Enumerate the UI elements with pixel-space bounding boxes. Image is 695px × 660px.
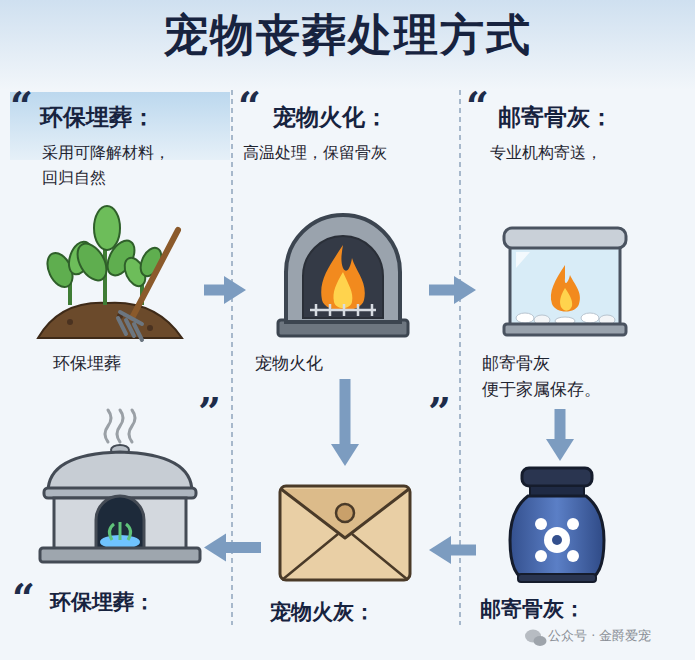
wechat-logo — [525, 630, 547, 647]
panel-body: 采用可降解材料， 回归自然 — [42, 140, 192, 190]
quote-mark: “ — [466, 86, 489, 126]
quote-mark: “ — [12, 578, 35, 618]
result-item: 环保埋葬： — [25, 410, 200, 625]
icon-step: 宠物火化 — [250, 205, 425, 375]
arrow-shaft — [204, 285, 226, 296]
envelope-icon — [280, 486, 410, 580]
flow-arrow — [204, 276, 246, 304]
flow-arrow — [429, 276, 476, 304]
memorial-house-icon — [40, 410, 200, 562]
arrow-shaft — [449, 545, 476, 556]
method-panel: 环保埋葬： 采用可降解材料， 回归自然环保埋葬 — [10, 90, 230, 410]
method-panel: 邮寄骨灰： 专业机构寄送， 邮寄骨灰 便于家属保存。 — [462, 90, 687, 410]
arrow-head — [224, 276, 246, 304]
quote-mark: ” — [198, 392, 221, 432]
arrow-head — [454, 276, 476, 304]
result-label: 邮寄骨灰： — [480, 595, 635, 623]
icon-caption: 宠物火化 — [255, 350, 405, 376]
icon-caption: 邮寄骨灰 便于家属保存。 — [482, 350, 607, 402]
result-label: 宠物火灰： — [270, 598, 420, 626]
arrow-head — [429, 536, 451, 564]
icon-step: 邮寄骨灰 便于家属保存。 — [480, 205, 655, 405]
cremation-oven-icon — [278, 215, 408, 336]
arrow-shaft — [340, 379, 351, 446]
arrow-head — [331, 444, 359, 466]
title: 宠物丧葬处理方式 — [0, 6, 695, 65]
flow-arrow — [331, 379, 359, 466]
burial-plant-icon — [38, 206, 182, 340]
panel-body: 专业机构寄送， — [490, 140, 680, 165]
arrow-shaft — [224, 542, 261, 553]
watermark: 公众号 · 金爵爱宠 — [548, 627, 651, 645]
arrow-shaft — [429, 285, 456, 296]
quote-mark: ” — [428, 392, 451, 432]
arrow-head — [204, 534, 226, 562]
panel-heading: 宠物火化： — [273, 102, 453, 132]
result-label: 环保埋葬： — [50, 588, 200, 616]
method-panel: 宠物火化： 高温处理，保留骨灰宠物火化 — [235, 90, 457, 410]
ash-chamber-icon — [504, 228, 626, 335]
icon-step: 环保埋葬 — [25, 205, 200, 375]
arrow-head — [546, 439, 574, 461]
column-divider — [231, 90, 233, 625]
column-divider — [459, 90, 461, 625]
panel-heading: 邮寄骨灰： — [498, 102, 683, 132]
title-band — [0, 0, 695, 90]
quote-mark: “ — [238, 86, 261, 126]
flow-arrow — [429, 536, 476, 564]
result-item: 宠物火灰： — [265, 470, 425, 630]
icon-caption: 环保埋葬 — [53, 350, 183, 376]
quote-mark: “ — [10, 86, 33, 126]
flow-arrow — [204, 534, 261, 562]
panel-heading: 环保埋葬： — [40, 102, 225, 132]
arrow-shaft — [555, 409, 566, 441]
urn-icon — [510, 468, 604, 582]
flow-arrow — [546, 409, 574, 461]
panel-body: 高温处理，保留骨灰 — [243, 140, 453, 165]
result-item: 邮寄骨灰： — [480, 465, 640, 630]
